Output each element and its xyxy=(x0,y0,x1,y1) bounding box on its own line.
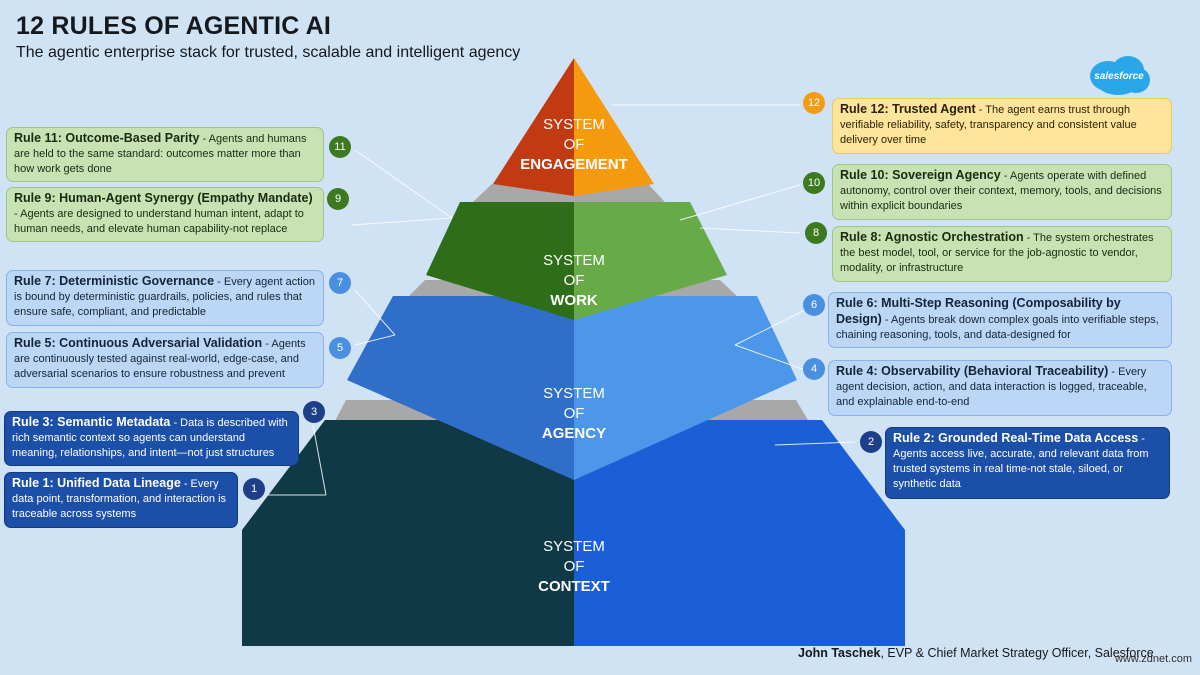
page-title: 12 RULES OF AGENTIC AI xyxy=(16,12,332,40)
rule-1-badge: 1 xyxy=(243,478,265,500)
tier-label-agency: SYSTEM OF AGENCY xyxy=(541,385,607,442)
rule-5-badge: 5 xyxy=(329,337,351,359)
salesforce-logo-text: salesforce xyxy=(1094,71,1144,82)
tier-work-left xyxy=(426,202,574,320)
rule-8-badge: 8 xyxy=(805,222,827,244)
leader-line-4 xyxy=(734,344,806,371)
page-subtitle: The agentic enterprise stack for trusted… xyxy=(16,44,521,61)
rule-1-box: Rule 1: Unified Data Lineage - Every dat… xyxy=(4,472,238,528)
rule-4-badge: 4 xyxy=(803,358,825,380)
rule-6-box: Rule 6: Multi-Step Reasoning (Composabil… xyxy=(828,292,1172,348)
rule-10-badge: 10 xyxy=(803,172,825,194)
leader-line-8 xyxy=(699,227,801,234)
rule-4-box: Rule 4: Observability (Behavioral Tracea… xyxy=(828,360,1172,416)
leader-line-3 xyxy=(312,424,327,496)
rule-2-badge: 2 xyxy=(860,431,882,453)
tier-agency-left xyxy=(347,296,574,480)
rule-7-box: Rule 7: Deterministic Governance - Every… xyxy=(6,270,324,326)
tier-context-left xyxy=(242,420,574,646)
rule-12-badge: 12 xyxy=(803,92,825,114)
leader-line-7 xyxy=(354,289,396,336)
tier-engagement-right xyxy=(574,58,654,196)
rule-6-badge: 6 xyxy=(803,294,825,316)
leader-line-5 xyxy=(354,334,396,346)
watermark: www.zdnet.com xyxy=(1114,653,1192,665)
rule-10-box: Rule 10: Sovereign Agency - Agents opera… xyxy=(832,164,1172,220)
leader-line-9 xyxy=(351,217,453,226)
rule-8-box: Rule 8: Agnostic Orchestration - The sys… xyxy=(832,226,1172,282)
leader-line-11 xyxy=(354,149,453,219)
tier-work-right xyxy=(574,202,727,320)
rule-12-box: Rule 12: Trusted Agent - The agent earns… xyxy=(832,98,1172,154)
tier-label-work: SYSTEM OF WORK xyxy=(543,252,605,309)
tier-context-right xyxy=(574,420,905,646)
rule-11-box: Rule 11: Outcome-Based Parity - Agents a… xyxy=(6,127,324,182)
rule-9-box: Rule 9: Human-Agent Synergy (Empathy Man… xyxy=(6,187,324,242)
rule-7-badge: 7 xyxy=(329,272,351,294)
rule-3-badge: 3 xyxy=(303,401,325,423)
salesforce-logo-cloud xyxy=(1090,56,1150,95)
leader-line-2 xyxy=(774,441,856,446)
rule-2-box: Rule 2: Grounded Real-Time Data Access -… xyxy=(885,427,1170,499)
rule-9-badge: 9 xyxy=(327,188,349,210)
leader-line-6 xyxy=(734,309,806,346)
tier-label-engagement: SYSTEM OF ENGAGEMENT xyxy=(520,116,628,173)
tier-label-context: SYSTEM OF CONTEXT xyxy=(538,538,610,595)
leader-line-10 xyxy=(679,184,801,221)
rule-3-box: Rule 3: Semantic Metadata - Data is desc… xyxy=(4,411,299,466)
rule-11-badge: 11 xyxy=(329,136,351,158)
rule-5-box: Rule 5: Continuous Adversarial Validatio… xyxy=(6,332,324,388)
tier-engagement-left xyxy=(493,58,574,196)
author-credit: John Taschek, EVP & Chief Market Strateg… xyxy=(798,646,1154,660)
